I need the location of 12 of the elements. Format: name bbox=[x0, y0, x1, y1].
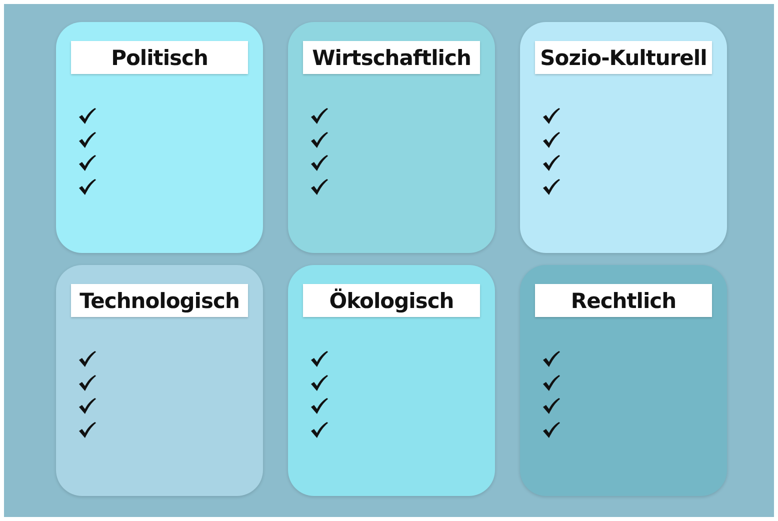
card-title: Wirtschaftlich bbox=[303, 41, 480, 74]
category-card bbox=[56, 22, 263, 253]
card-title: Politisch bbox=[71, 41, 248, 74]
category-card bbox=[520, 265, 727, 496]
category-card bbox=[288, 265, 495, 496]
card-title: Technologisch bbox=[71, 284, 248, 317]
category-card bbox=[56, 265, 263, 496]
card-title: Sozio-Kulturell bbox=[535, 41, 712, 74]
card-title: Rechtlich bbox=[535, 284, 712, 317]
category-card bbox=[288, 22, 495, 253]
card-title: Ökologisch bbox=[303, 284, 480, 317]
category-card bbox=[520, 22, 727, 253]
